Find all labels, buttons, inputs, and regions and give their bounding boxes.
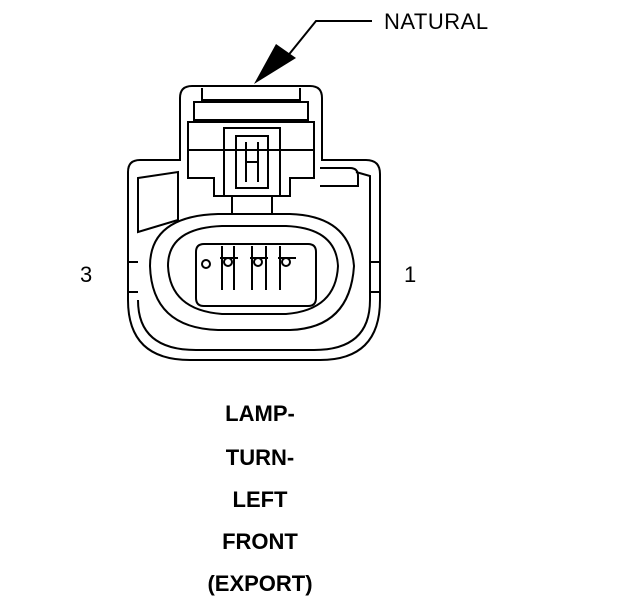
connector-housing [127,85,381,361]
callout-arrowhead [254,44,296,84]
caption-line: (EXPORT) [207,571,313,596]
caption-line: TURN- [225,445,295,470]
callout-leader [277,20,372,69]
caption-line: FRONT [222,529,298,554]
caption-line: LAMP- [225,401,295,426]
terminal-cavity [148,213,356,331]
pin-label-1: 1 [404,262,417,287]
callout-label: NATURAL [384,9,489,34]
caption-line: LEFT [232,487,288,512]
locking-latch [187,88,359,215]
pin-label-3: 3 [80,262,93,287]
